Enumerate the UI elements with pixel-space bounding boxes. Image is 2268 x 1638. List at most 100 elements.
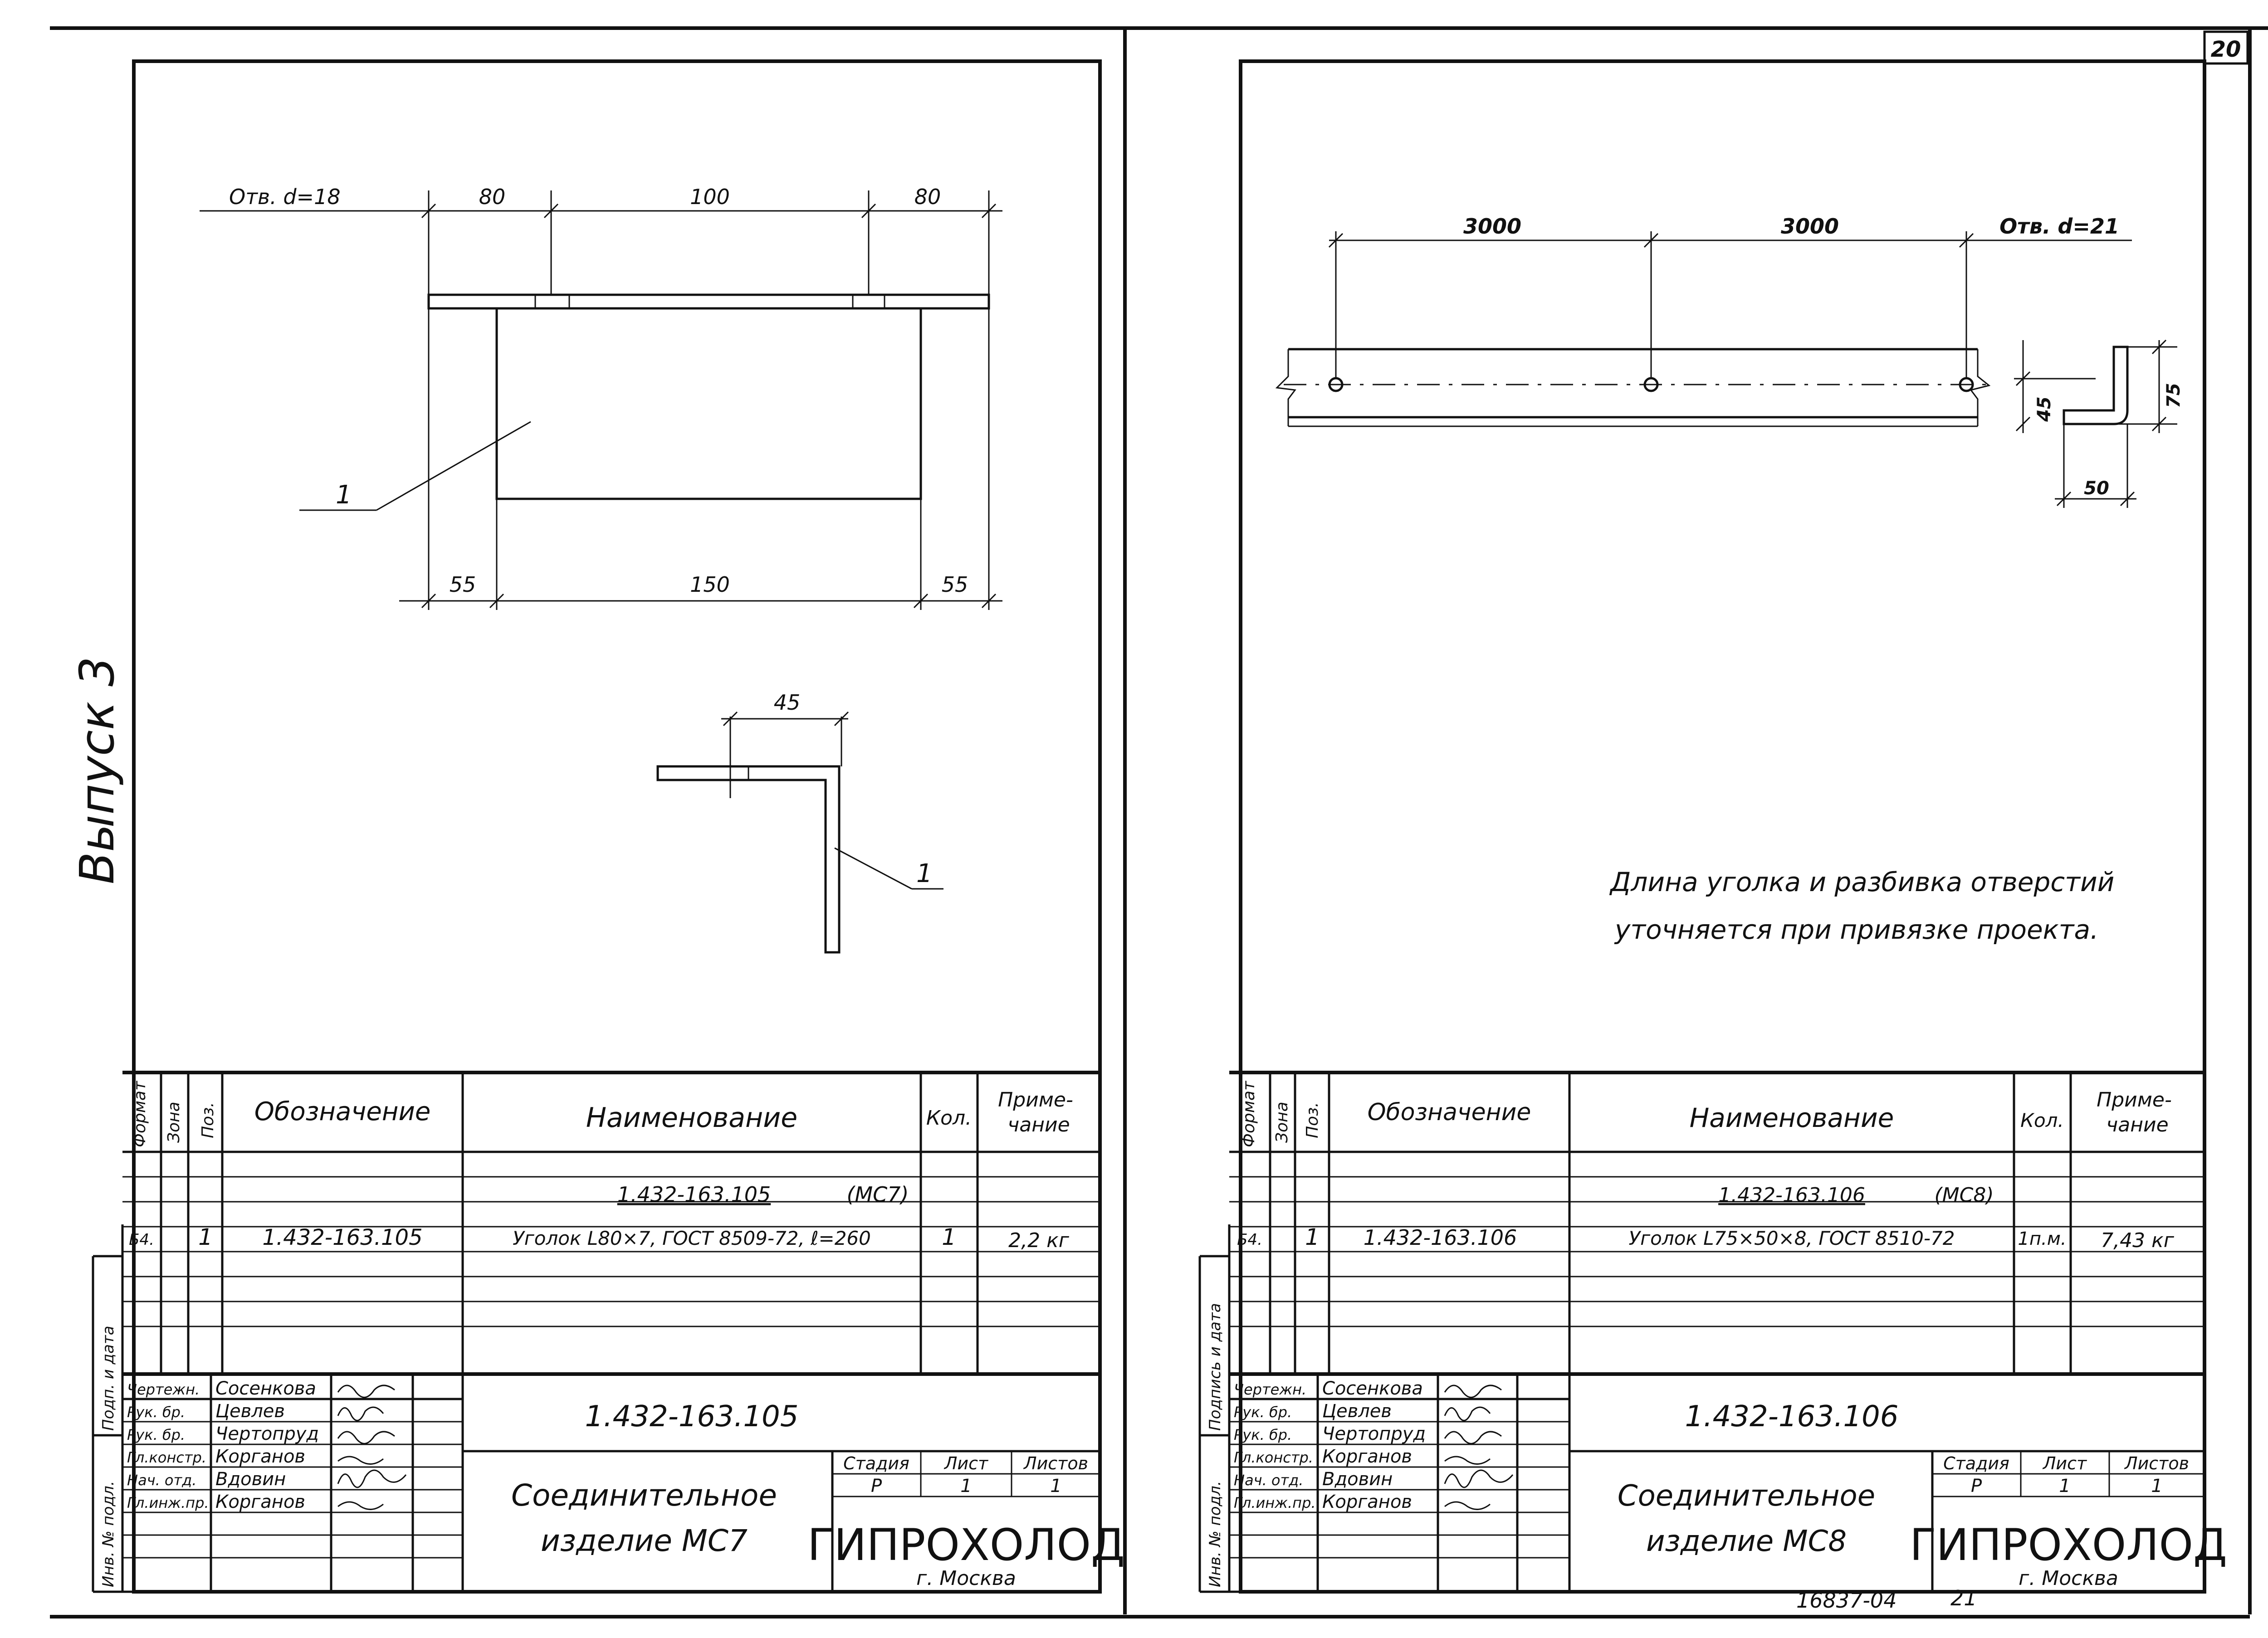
right-h-note-line1: Приме- xyxy=(2097,1088,2172,1112)
right-sheet: 3000 3000 Отв. d=21 45 75 50 Длина уголк… xyxy=(1198,59,2227,1594)
left-part-drawing xyxy=(200,190,1002,954)
left-stamp xyxy=(92,1224,1100,1593)
right-role-1: Рук. бр. xyxy=(1234,1404,1292,1421)
left-sheets: 1 xyxy=(1050,1476,1061,1497)
left-hole-label: Отв. d=18 xyxy=(229,185,341,209)
right-side-top: Подпись и дата xyxy=(1206,1303,1224,1431)
left-row-name: Уголок L80×7, ГОСТ 8509-72, ℓ=260 xyxy=(513,1227,871,1249)
right-h-zone: Зона xyxy=(1273,1102,1291,1143)
right-name-1: Цевлев xyxy=(1322,1401,1392,1422)
left-stamp-code: 1.432-163.105 xyxy=(585,1400,799,1433)
left-signatures xyxy=(337,1384,407,1510)
left-side-bottom: Инв. № подл. xyxy=(99,1481,117,1587)
page-number-box xyxy=(2203,30,2249,65)
right-sheets: 1 xyxy=(2151,1476,2162,1497)
right-side-bottom: Инв. № подл. xyxy=(1206,1481,1224,1587)
right-group-title: 1.432-163.106 xyxy=(1718,1184,1865,1207)
left-dim-top-c: 80 xyxy=(914,185,941,209)
right-h-name: Наименование xyxy=(1690,1102,1894,1133)
left-role-4: Нач. отд. xyxy=(127,1472,196,1489)
left-dim-bot-a: 55 xyxy=(450,572,476,597)
right-part-drawing xyxy=(1275,231,2177,508)
left-h-pos: Поз. xyxy=(199,1102,217,1138)
left-side-top: Подп. и дата xyxy=(99,1326,117,1431)
bottom-sheet-number: 21 xyxy=(1950,1586,1977,1610)
right-dim-75: 75 xyxy=(2163,383,2184,408)
bottom-code: 16837-04 xyxy=(1796,1588,1897,1613)
left-name-5: Корганов xyxy=(215,1492,305,1512)
left-dim-top-b: 100 xyxy=(690,185,730,209)
right-h-note-line2: чание xyxy=(2106,1113,2168,1136)
right-dim-a: 3000 xyxy=(1463,214,1521,239)
right-stamp-title-2: изделие МС8 xyxy=(1646,1525,1847,1558)
right-row-name: Уголок L75×50×8, ГОСТ 8510-72 xyxy=(1629,1227,1955,1249)
left-sheet: 1 xyxy=(960,1476,972,1497)
left-group-title: 1.432-163.105 xyxy=(617,1182,771,1207)
left-h-qty: Кол. xyxy=(926,1107,972,1130)
page-number: 20 xyxy=(2211,37,2241,62)
right-role-5: Гл.инж.пр. xyxy=(1234,1494,1316,1511)
left-row-qty: 1 xyxy=(942,1224,956,1250)
right-role-0: Чертежн. xyxy=(1234,1381,1306,1398)
right-frame xyxy=(1239,59,2206,1594)
right-dim-b: 3000 xyxy=(1781,214,1839,239)
right-name-2: Чертопруд xyxy=(1322,1424,1426,1444)
right-note-1: Длина уголка и разбивка отверстий xyxy=(1609,867,2114,897)
right-group-mark: (МС8) xyxy=(1934,1184,1994,1207)
left-h-name: Наименование xyxy=(586,1102,797,1134)
right-role-3: Гл.констр. xyxy=(1234,1449,1313,1466)
left-pos-label-2: 1 xyxy=(916,859,933,888)
left-dim-section: 45 xyxy=(774,690,801,715)
left-name-3: Корганов xyxy=(215,1446,305,1467)
left-role-0: Чертежн. xyxy=(127,1381,200,1398)
right-name-5: Корганов xyxy=(1322,1492,1412,1512)
right-row-designation: 1.432-163.106 xyxy=(1364,1225,1517,1250)
left-name-0: Сосенкова xyxy=(215,1378,316,1399)
left-sheet: Отв. d=18 80 100 80 55 150 55 45 1 1 xyxy=(92,59,1125,1594)
right-note-2: уточняется при привязке проекта. xyxy=(1614,914,2098,945)
left-h-sheets: Листов xyxy=(1023,1453,1088,1473)
left-h-designation: Обозначение xyxy=(254,1097,431,1126)
left-row-pos: 1 xyxy=(198,1224,213,1250)
left-stage: Р xyxy=(871,1476,882,1497)
right-signatures xyxy=(1444,1384,1514,1510)
left-name-1: Цевлев xyxy=(215,1401,285,1422)
right-h-stage: Стадия xyxy=(1943,1453,2009,1473)
right-sheet: 1 xyxy=(2059,1476,2070,1497)
left-org: ГИПРОХОЛОД xyxy=(807,1520,1125,1570)
left-name-4: Вдовин xyxy=(215,1469,286,1490)
right-stage: Р xyxy=(1971,1476,1982,1497)
right-h-sheets: Листов xyxy=(2124,1453,2189,1473)
right-h-note: Приме- чание xyxy=(2097,1088,2178,1136)
right-h-qty: Кол. xyxy=(2020,1109,2064,1131)
left-frame xyxy=(132,59,1102,1594)
right-city: г. Москва xyxy=(2019,1567,2118,1590)
right-dim-50: 50 xyxy=(2084,478,2109,499)
right-row-qty: 1п.м. xyxy=(2018,1228,2066,1249)
right-name-0: Сосенкова xyxy=(1322,1378,1423,1399)
right-role-2: Рук. бр. xyxy=(1234,1426,1292,1443)
left-row-note: 2,2 кг xyxy=(1008,1229,1070,1252)
left-dim-bot-c: 55 xyxy=(942,572,968,597)
right-h-designation: Обозначение xyxy=(1368,1099,1531,1126)
right-stamp xyxy=(1198,1224,2204,1593)
left-h-note-line2: чание xyxy=(1007,1113,1070,1136)
right-role-4: Нач. отд. xyxy=(1234,1472,1303,1489)
left-name-2: Чертопруд xyxy=(215,1424,319,1444)
left-group-mark: (МС7) xyxy=(847,1182,909,1207)
right-h-sheet: Лист xyxy=(2042,1453,2087,1473)
right-row-note: 7,43 кг xyxy=(2101,1229,2175,1252)
right-name-3: Корганов xyxy=(1322,1446,1412,1467)
left-h-format: Формат xyxy=(131,1081,149,1147)
right-h-pos: Поз. xyxy=(1303,1102,1322,1138)
series-label: Выпуск 3 xyxy=(69,657,125,884)
right-stamp-code: 1.432-163.106 xyxy=(1685,1400,1899,1433)
right-name-4: Вдовин xyxy=(1322,1469,1393,1490)
left-pos-label-1: 1 xyxy=(336,480,352,510)
right-h-format: Формат xyxy=(1240,1081,1258,1147)
right-hole-label: Отв. d=21 xyxy=(1999,214,2119,239)
right-stamp-title-1: Соединительное xyxy=(1618,1479,1875,1513)
left-city: г. Москва xyxy=(916,1567,1016,1590)
left-role-2: Рук. бр. xyxy=(127,1426,185,1443)
